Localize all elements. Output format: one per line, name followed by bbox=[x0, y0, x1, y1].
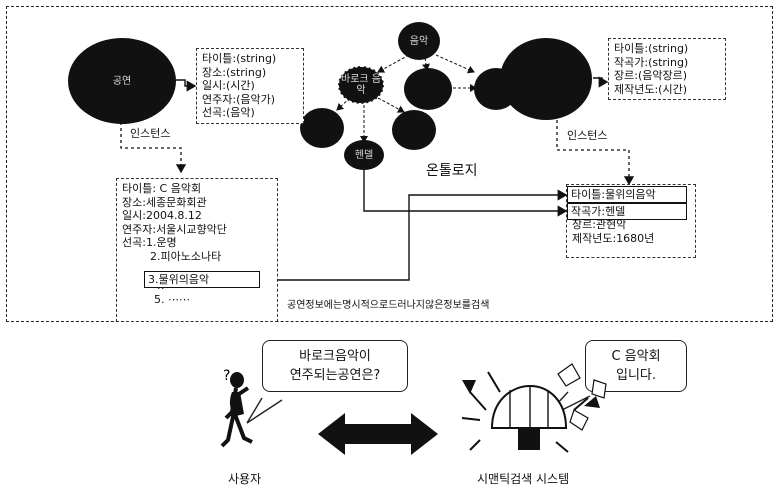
question-line: 바로크음악이 bbox=[299, 349, 371, 364]
schema-field: 장르:(음악장르) bbox=[614, 69, 688, 82]
svg-text:?: ? bbox=[223, 368, 230, 384]
instance-field: 2.피아노소나타 bbox=[150, 249, 222, 263]
ontology-node-3 bbox=[474, 68, 518, 110]
instance-field: 선곡:1.운명 bbox=[122, 236, 177, 249]
instance-field: 연주자:서울시교향악단 bbox=[122, 222, 227, 236]
top-class-label: 음악 bbox=[409, 35, 429, 47]
concert-instance-box: 타이틀: C 음악회 장소:세종문화회관 일시:2004.8.12 연주자:서울… bbox=[116, 178, 278, 322]
instance-field: 장소:세종문화회관 bbox=[122, 195, 207, 209]
concert-class-label: 공연 bbox=[112, 75, 132, 87]
handel-node: 헨델 bbox=[344, 140, 384, 170]
ontology-node-2 bbox=[404, 68, 452, 110]
music-schema-box: 타이틀:(string) 작곡가:(string) 장르:(음악장르) 제작년도… bbox=[608, 38, 726, 100]
schema-field: 제작년도:(시간) bbox=[614, 82, 688, 96]
instance-field: 5. ⋯⋯ bbox=[154, 292, 190, 306]
ontology-label: 온톨로지 bbox=[424, 160, 480, 180]
schema-field: 작곡가:(string) bbox=[614, 55, 689, 69]
schema-field: 타이틀:(string) bbox=[202, 52, 277, 65]
schema-field: 일시:(시간) bbox=[202, 79, 255, 92]
instance-label-left: 인스턴스 bbox=[128, 125, 173, 141]
user-label: 사용자 bbox=[226, 470, 264, 487]
concert-schema-box: 타이틀:(string) 장소:(string) 일시:(시간) 연주자:(음악… bbox=[196, 48, 304, 124]
question-line: 연주되는공연은? bbox=[289, 368, 381, 383]
ontology-node-4 bbox=[300, 108, 344, 148]
user-question-bubble: 바로크음악이 연주되는공연은? bbox=[262, 340, 408, 392]
handel-label: 헨델 bbox=[354, 149, 374, 161]
answer-line: C 음악회 bbox=[611, 349, 661, 364]
composer-highlight: 작곡가:헨델 bbox=[567, 203, 687, 220]
instance-field: 제작년도:1680년 bbox=[572, 231, 655, 245]
ontology-node-5 bbox=[392, 110, 436, 150]
schema-field: 장소:(string) bbox=[202, 65, 267, 79]
instance-label-right: 인스턴스 bbox=[565, 127, 610, 143]
selected-music-highlight: 3.물위의음악 bbox=[144, 271, 260, 288]
baroque-node: 바로크 음악 bbox=[338, 66, 384, 104]
schema-field: 타이틀:(string) bbox=[614, 42, 689, 55]
ontology-frame bbox=[6, 6, 773, 322]
baroque-label: 바로크 음악 bbox=[341, 74, 381, 96]
system-answer-bubble: C 음악회 입니다. bbox=[585, 340, 687, 392]
instance-field: 장르:관현악 bbox=[572, 218, 627, 231]
concert-class-node: 공연 bbox=[68, 38, 176, 124]
top-class-node: 음악 bbox=[398, 22, 440, 60]
answer-line: 입니다. bbox=[615, 368, 656, 383]
system-label: 시맨틱검색 시스템 bbox=[475, 470, 572, 487]
music-title-highlight: 타이틀:물위의음악 bbox=[567, 186, 687, 203]
instance-field: 일시:2004.8.12 bbox=[122, 209, 202, 222]
schema-field: 선곡:(음악) bbox=[202, 106, 255, 119]
instance-field: 타이틀: C 음악회 bbox=[122, 182, 202, 195]
search-note: 공연정보에는명시적으로드러나지않은정보를검색 bbox=[285, 296, 492, 311]
schema-field: 연주자:(음악가) bbox=[202, 92, 276, 106]
